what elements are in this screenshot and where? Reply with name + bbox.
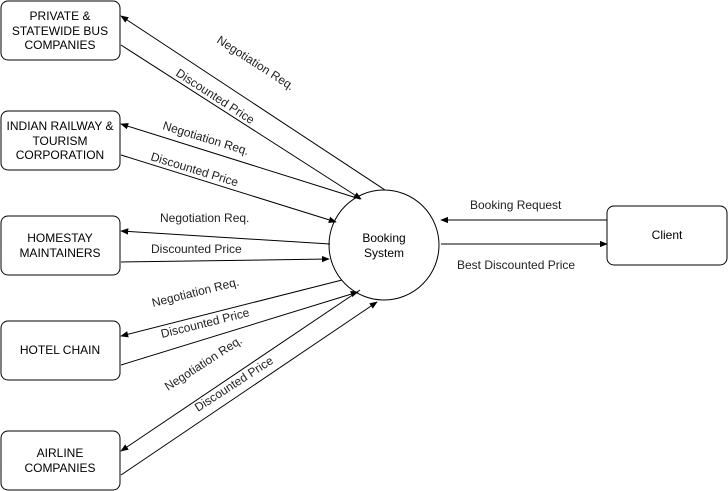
svg-text:HOTEL CHAIN: HOTEL CHAIN <box>20 343 100 357</box>
edge-rail-price <box>120 154 337 223</box>
node-rail: INDIAN RAILWAY & TOURISM CORPORATION <box>0 110 121 171</box>
edge-airline-negotiation <box>120 289 361 452</box>
edge-bus-negotiation <box>120 15 386 191</box>
label-client-request: Booking Request <box>470 198 562 212</box>
svg-text:Booking: Booking <box>362 231 405 245</box>
label-bus-price: Discounted Price <box>173 66 257 127</box>
node-client: Client <box>606 205 728 266</box>
node-bus: PRIVATE & STATEWIDE BUS COMPANIES <box>0 0 121 61</box>
edge-homestay-price <box>120 255 330 263</box>
svg-text:AIRLINE: AIRLINE <box>37 446 84 460</box>
node-hotel: HOTEL CHAIN <box>0 320 121 381</box>
edge-hotel-negotiation <box>120 279 343 338</box>
svg-text:Client: Client <box>652 228 683 242</box>
edge-homestay-negotiation <box>120 228 331 245</box>
svg-text:MAINTAINERS: MAINTAINERS <box>19 246 100 260</box>
svg-text:INDIAN RAILWAY &: INDIAN RAILWAY & <box>7 119 114 133</box>
node-homestay: HOMESTAY MAINTAINERS <box>0 215 121 276</box>
edge-bus-price <box>120 44 362 200</box>
svg-text:System: System <box>364 246 404 260</box>
label-client-price: Best Discounted Price <box>457 258 575 272</box>
label-bus-negotiation: Negotiation Req. <box>214 33 297 93</box>
svg-text:PRIVATE &: PRIVATE & <box>30 9 91 23</box>
label-homestay-negotiation: Negotiation Req. <box>160 211 249 225</box>
edge-rail-negotiation <box>120 123 361 200</box>
edge-hotel-price <box>120 291 359 366</box>
svg-text:COMPANIES: COMPANIES <box>24 461 95 475</box>
node-airline: AIRLINE COMPANIES <box>0 430 121 491</box>
svg-text:CORPORATION: CORPORATION <box>16 148 104 162</box>
node-booking-system: Booking System <box>328 189 440 301</box>
svg-text:HOMESTAY: HOMESTAY <box>27 231 93 245</box>
svg-text:STATEWIDE BUS: STATEWIDE BUS <box>12 24 108 38</box>
label-rail-price: Discounted Price <box>149 149 240 189</box>
edge-airline-price <box>120 301 378 476</box>
svg-text:TOURISM: TOURISM <box>32 134 87 148</box>
label-hotel-negotiation: Negotiation Req. <box>150 275 240 310</box>
label-homestay-price: Discounted Price <box>151 242 242 256</box>
svg-text:COMPANIES: COMPANIES <box>24 38 95 52</box>
label-rail-negotiation: Negotiation Req. <box>161 118 251 158</box>
